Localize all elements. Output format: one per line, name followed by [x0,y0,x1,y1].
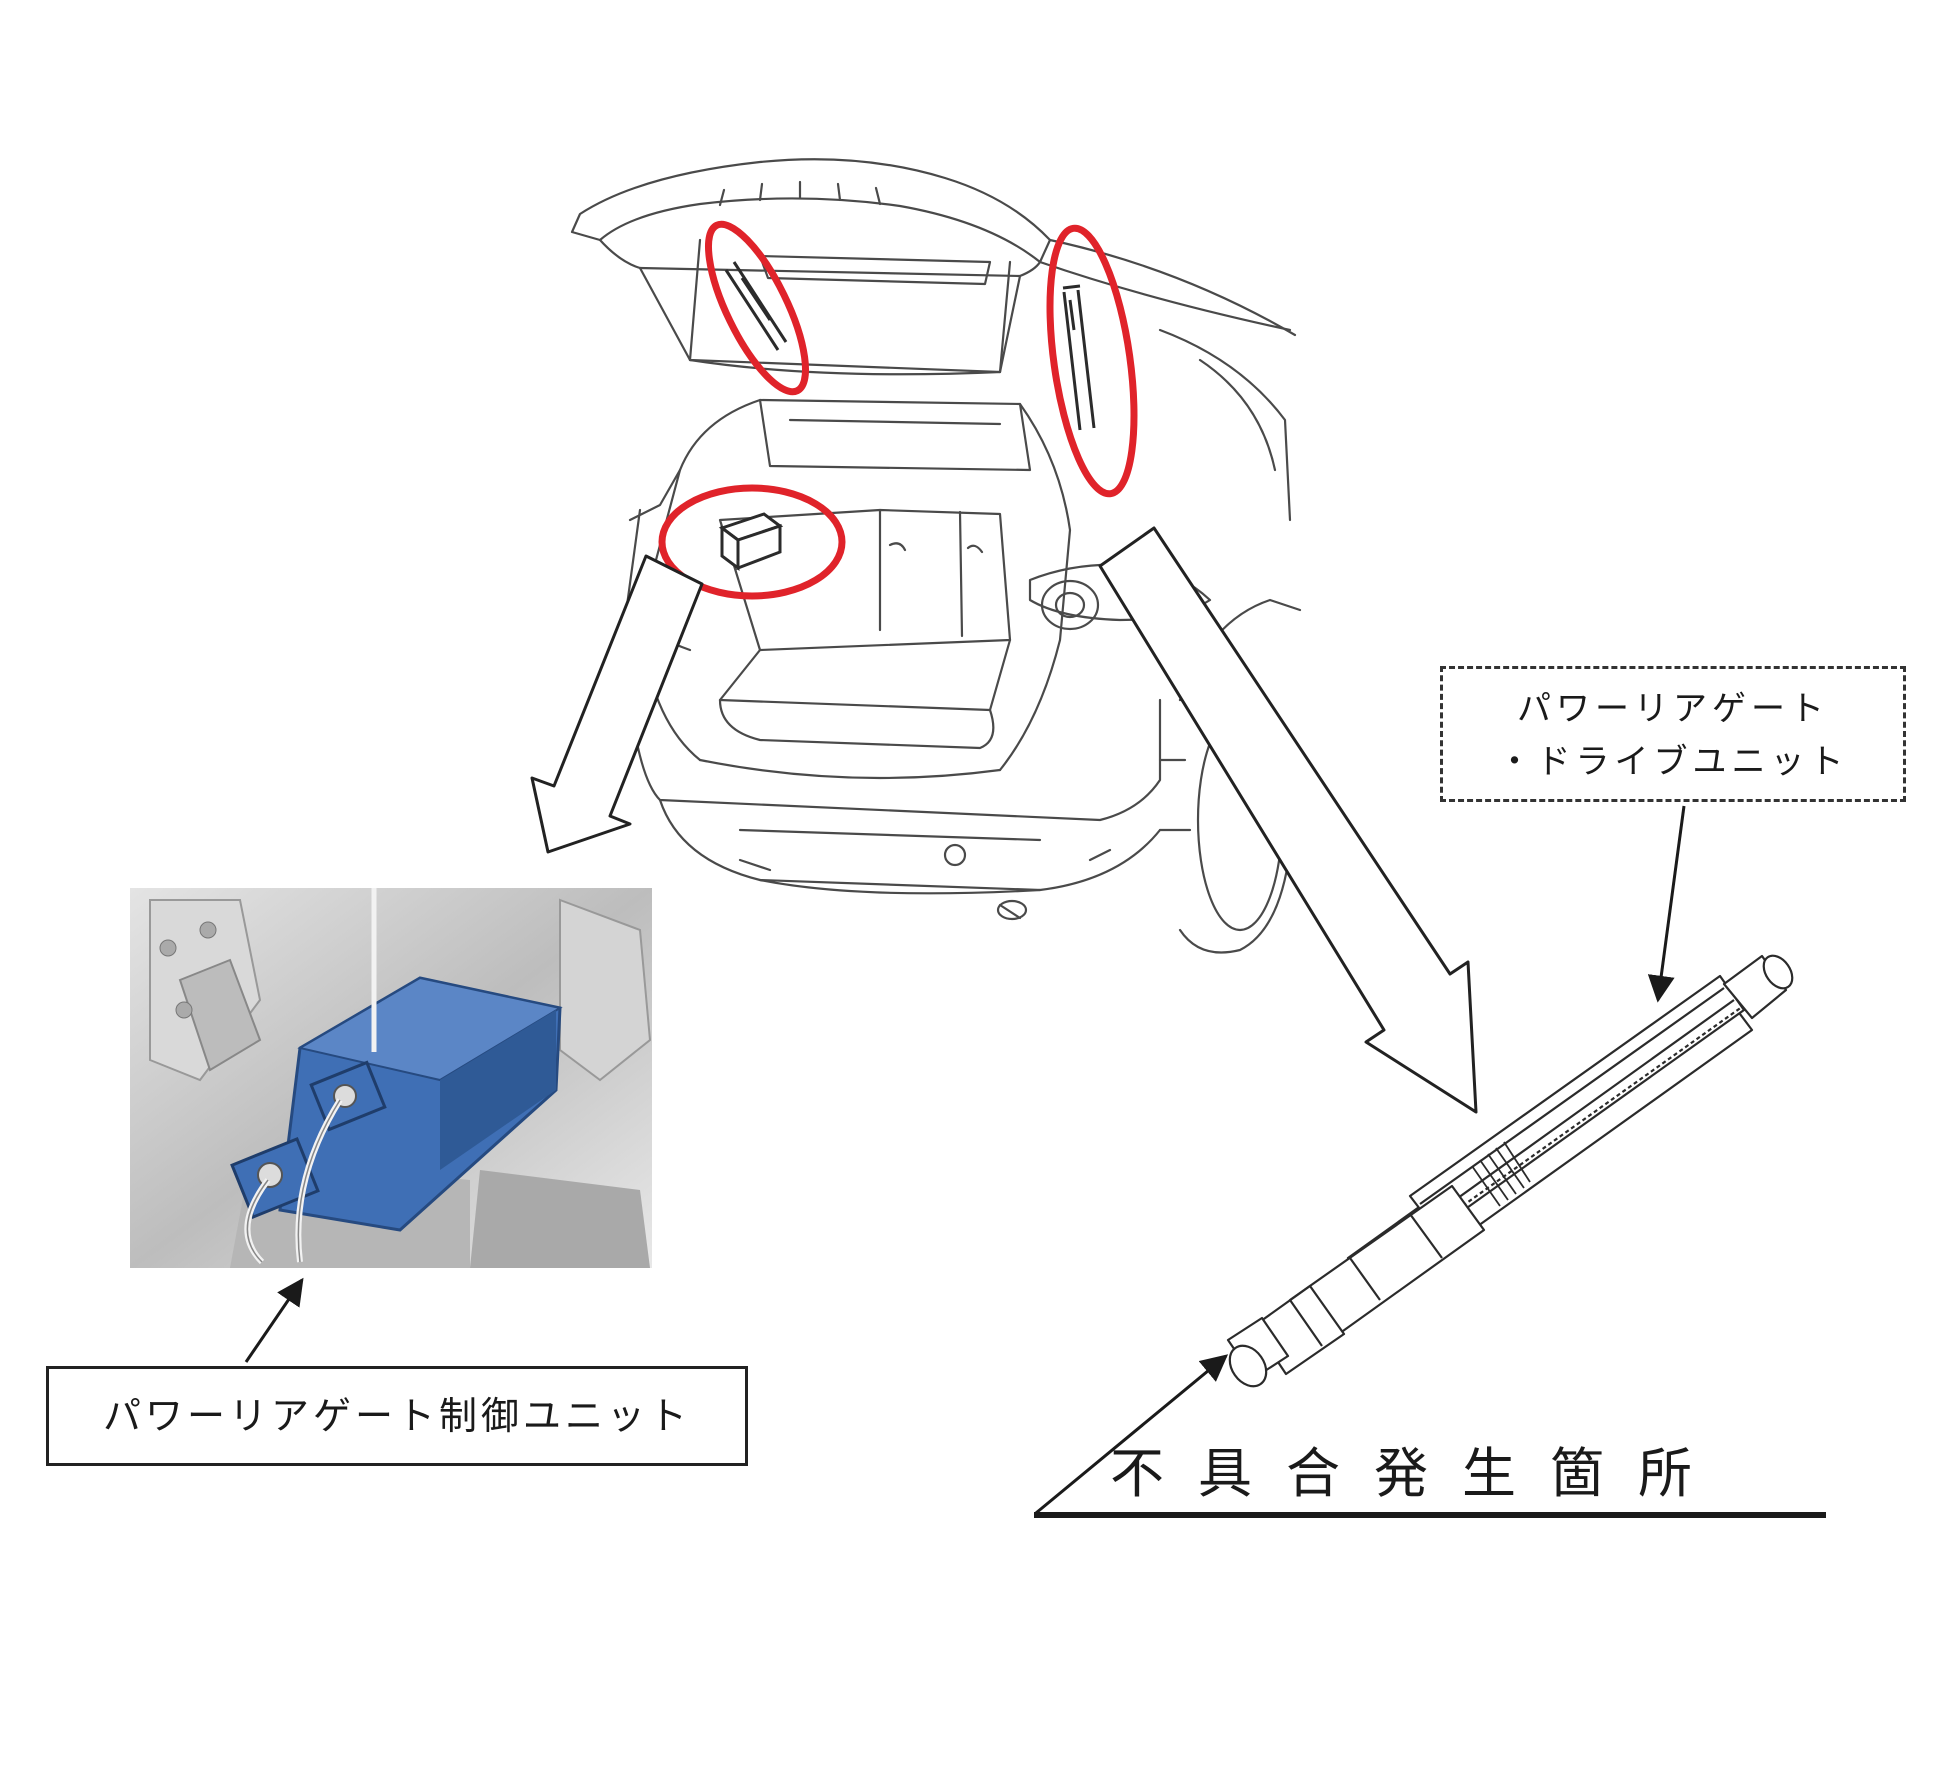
defect-location-text: 不具合発生箇所 [1110,1442,1726,1505]
control-unit-photo [130,888,652,1268]
hollow-arrow-to-control-unit [530,554,704,854]
highlight-rings [658,220,1138,600]
drive-unit-strut [1226,954,1794,1388]
control-unit-highlight [658,484,846,600]
hollow-arrow-to-drive-unit [1098,526,1478,1114]
control-unit-box-icon [718,512,784,571]
defect-leader-arrow [1035,1354,1229,1515]
drive-unit-leader-arrow [1647,805,1686,1003]
vehicle-rear-illustration [570,158,1302,954]
strut-marks [724,261,1096,431]
control-unit-leader-arrow [244,1277,304,1363]
drive-unit-label-line1: パワーリアゲート [1517,689,1829,729]
left-strut-highlight [704,220,810,396]
drive-unit-label-box: パワーリアゲート ・ドライブユニット [1440,666,1906,802]
control-unit-label-box: パワーリアゲート制御ユニット [46,1366,748,1466]
defect-location-label: 不具合発生箇所 [1110,1432,1750,1516]
control-unit-label: パワーリアゲート制御ユニット [102,1394,691,1438]
right-strut-highlight [1046,224,1138,498]
drive-unit-label-line2: ・ドライブユニット [1497,741,1849,782]
